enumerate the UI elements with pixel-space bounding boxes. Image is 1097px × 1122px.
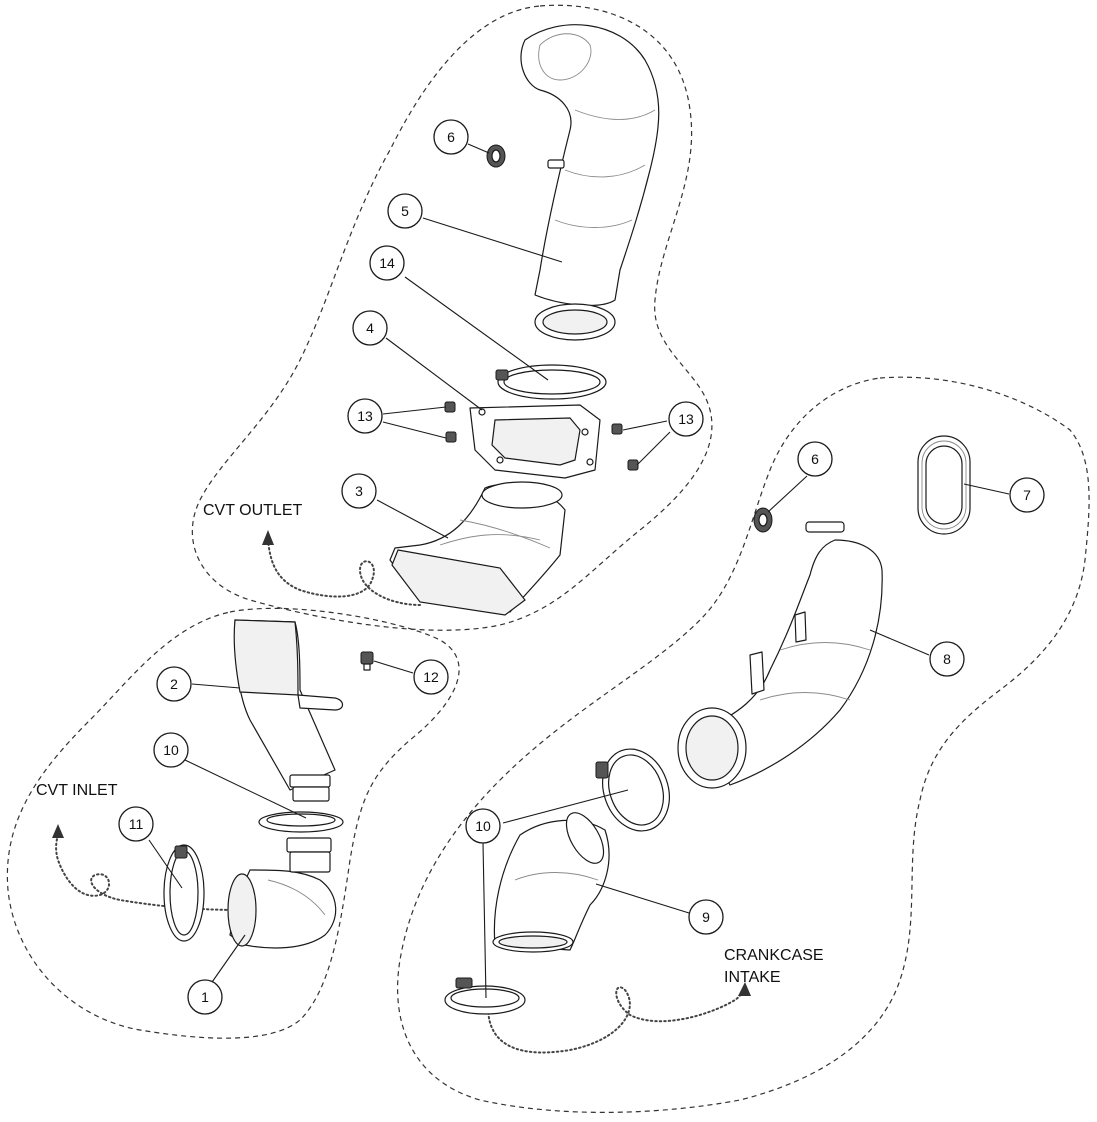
svg-text:11: 11 xyxy=(129,816,144,832)
cvt-inlet-zone-outline xyxy=(6,607,460,1039)
part-5-outlet-duct xyxy=(520,24,660,341)
svg-text:5: 5 xyxy=(401,203,409,219)
callout-3: 3 xyxy=(341,473,377,509)
part-6-grommet-lower xyxy=(753,507,773,533)
leader-11 xyxy=(148,839,183,889)
part-6-grommet-upper xyxy=(486,144,506,168)
callout-7: 7 xyxy=(1009,477,1045,513)
callout-5: 5 xyxy=(387,193,423,229)
crankcase-intake-flow-path xyxy=(487,984,746,1054)
cvt-inlet-flow-path xyxy=(55,834,241,911)
leader-5 xyxy=(422,217,563,263)
callout-13-right: 13 xyxy=(668,401,704,437)
leader-14 xyxy=(404,276,549,381)
callout-10-right: 10 xyxy=(465,808,501,844)
svg-text:6: 6 xyxy=(811,451,819,467)
leader-9 xyxy=(595,883,690,914)
svg-text:10: 10 xyxy=(475,818,491,834)
leader-12 xyxy=(373,660,414,674)
cvt-outlet-label: CVT OUTLET xyxy=(203,502,303,519)
part-13-bolts xyxy=(444,401,639,471)
leader-8 xyxy=(869,629,930,656)
leader-7 xyxy=(963,483,1010,495)
part-10-clamp-bottom xyxy=(444,977,526,1015)
svg-text:2: 2 xyxy=(170,676,178,692)
callout-6-upper: 6 xyxy=(433,119,469,155)
crankcase-intake-flow-arrow xyxy=(738,982,751,996)
part-2-inlet-duct xyxy=(233,619,344,802)
part-11-clamp xyxy=(163,844,205,942)
leader-4 xyxy=(385,337,483,411)
svg-text:13: 13 xyxy=(357,408,373,424)
crankcase-intake-label-line2: INTAKE xyxy=(724,969,781,986)
cvt-outlet-flow-arrow xyxy=(262,530,274,545)
crankcase-intake-label-line1: CRANKCASE xyxy=(724,947,824,964)
callout-8: 8 xyxy=(929,641,965,677)
part-8-crankcase-duct xyxy=(677,521,883,789)
svg-text:3: 3 xyxy=(355,483,363,499)
part-4-gasket xyxy=(469,404,601,479)
svg-text:6: 6 xyxy=(447,129,455,145)
callout-2: 2 xyxy=(156,666,192,702)
crankcase-intake-zone-outline xyxy=(397,376,1090,1113)
svg-text:9: 9 xyxy=(702,909,710,925)
callout-1: 1 xyxy=(187,979,223,1015)
callout-4: 4 xyxy=(352,310,388,346)
leader-10b-1 xyxy=(502,789,629,824)
cvt-inlet-flow-arrow xyxy=(52,824,64,838)
svg-text:1: 1 xyxy=(201,989,209,1005)
leader-3 xyxy=(376,499,449,539)
svg-text:8: 8 xyxy=(943,651,951,667)
leader-6a xyxy=(467,143,490,154)
leader-13b-2 xyxy=(636,431,671,466)
part-1-inlet-elbow xyxy=(227,837,337,949)
svg-text:7: 7 xyxy=(1023,487,1031,503)
callout-13-left: 13 xyxy=(347,398,383,434)
callout-14: 14 xyxy=(369,245,405,281)
part-9-elbow-hose xyxy=(492,812,610,953)
leader-13b-1 xyxy=(622,420,668,431)
callout-12: 12 xyxy=(413,659,449,695)
cvt-outlet-flow-path xyxy=(267,539,421,606)
leader-10a xyxy=(184,759,307,819)
svg-text:14: 14 xyxy=(379,255,395,271)
callout-11: 11 xyxy=(118,806,154,842)
leader-2 xyxy=(191,683,241,689)
svg-text:10: 10 xyxy=(163,742,179,758)
svg-text:12: 12 xyxy=(423,669,439,685)
callout-10-left: 10 xyxy=(153,732,189,768)
part-12-bolt xyxy=(360,651,374,671)
svg-text:4: 4 xyxy=(366,320,374,336)
callout-6-lower: 6 xyxy=(797,441,833,477)
leader-1 xyxy=(209,934,246,986)
part-3-outlet-elbow xyxy=(389,481,566,616)
part-14-clamp xyxy=(495,364,607,400)
part-10-clamp-left xyxy=(258,811,344,833)
callout-9: 9 xyxy=(688,899,724,935)
leader-10b-2 xyxy=(482,842,487,999)
cvt-inlet-label: CVT INLET xyxy=(36,782,118,799)
leader-6b xyxy=(767,475,808,513)
part-7-gasket-ring xyxy=(917,435,971,535)
svg-text:13: 13 xyxy=(678,411,694,427)
part-10-clamp-right xyxy=(595,748,670,832)
leader-13a-2 xyxy=(382,421,447,439)
leader-13a-1 xyxy=(382,406,447,415)
